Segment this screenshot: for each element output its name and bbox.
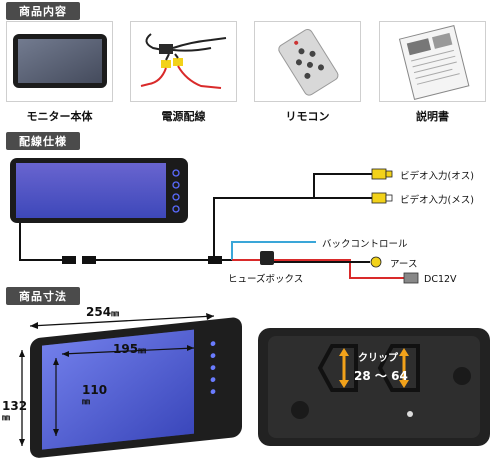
product-manual-image xyxy=(379,21,486,102)
section-title-dimensions: 商品寸法 xyxy=(6,287,80,305)
label-monitor: モニター本体 xyxy=(26,110,93,123)
power-cable-image xyxy=(140,33,227,89)
manual-image xyxy=(398,25,470,100)
label-power-cable: 電源配線 xyxy=(161,110,206,123)
label-remote: リモコン xyxy=(285,110,330,123)
dimension-diagram xyxy=(19,313,490,458)
section-title-contents: 商品内容 xyxy=(6,2,80,20)
label-ground: アース xyxy=(390,259,418,270)
dim-screen-width: 195㎜ xyxy=(113,342,147,356)
product-monitor-image xyxy=(6,21,113,102)
clip-label: クリップ xyxy=(358,353,398,364)
label-manual: 説明書 xyxy=(416,110,449,123)
product-remote-image xyxy=(254,21,361,102)
label-video-in-female: ビデオ入力(メス) xyxy=(400,195,474,206)
remote-control-image xyxy=(278,29,339,96)
clip-range: 28 ～ 64 xyxy=(354,369,408,383)
label-back-control: バックコントロール xyxy=(322,239,408,250)
label-fuse-box: ヒューズボックス xyxy=(228,274,304,285)
label-dc12v: DC12V xyxy=(424,274,457,285)
wiring-diagram xyxy=(10,158,419,284)
dim-width: 254㎜ xyxy=(86,305,120,319)
section-title-wiring: 配線仕様 xyxy=(6,132,80,150)
monitor-image xyxy=(13,34,107,88)
label-video-in-male: ビデオ入力(オス) xyxy=(400,171,474,182)
product-power-cable-image xyxy=(130,21,237,102)
